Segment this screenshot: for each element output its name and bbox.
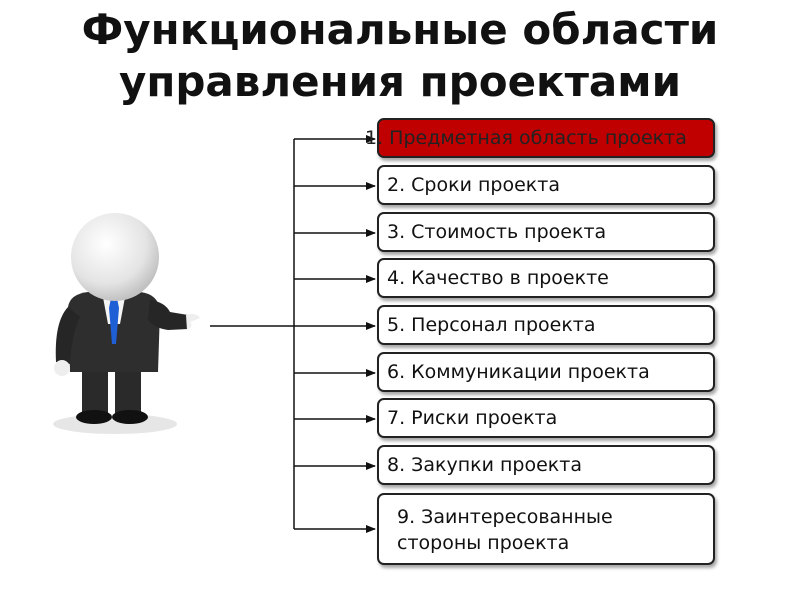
area-item-6: 6. Коммуникации проекта — [377, 352, 715, 392]
area-item-9: 9. Заинтересованные стороны проекта — [377, 493, 715, 565]
area-label-3: 3. Стоимость проекта — [387, 221, 607, 243]
left-arm — [55, 307, 80, 364]
left-leg — [82, 362, 108, 417]
pointing-hand — [186, 314, 200, 330]
area-label-8: 8. Закупки проекта — [387, 454, 582, 476]
area-label-1: 1. Предметная область проекта — [365, 127, 687, 149]
page-title: Функциональные области управления проект… — [0, 4, 800, 108]
area-item-1: 1. Предметная область проекта — [365, 118, 715, 158]
left-shoe — [76, 410, 112, 424]
title-line-1: Функциональные области — [81, 5, 719, 54]
area-item-7: 7. Риски проекта — [377, 398, 715, 438]
title-line-2: управления проектами — [118, 57, 682, 106]
left-hand — [54, 360, 70, 376]
area-label-6: 6. Коммуникации проекта — [387, 361, 650, 383]
area-item-4: 4. Качество в проекте — [377, 258, 715, 298]
area-label-7: 7. Риски проекта — [387, 407, 558, 429]
right-arm — [148, 300, 188, 330]
area-label-5: 5. Персонал проекта — [387, 314, 596, 336]
area-label-2: 2. Сроки проекта — [387, 174, 560, 196]
area-item-3: 3. Стоимость проекта — [377, 212, 715, 252]
area-item-2: 2. Сроки проекта — [377, 165, 715, 205]
pointing-man-illustration — [53, 213, 200, 434]
area-label-9: 9. Заинтересованные стороны проекта — [397, 506, 613, 554]
tie — [109, 298, 119, 344]
area-item-8: 8. Закупки проекта — [377, 445, 715, 485]
area-label-4: 4. Качество в проекте — [387, 267, 609, 289]
area-item-5: 5. Персонал проекта — [377, 305, 715, 345]
right-leg — [115, 362, 141, 417]
right-shoe — [112, 410, 148, 424]
head — [71, 213, 159, 301]
